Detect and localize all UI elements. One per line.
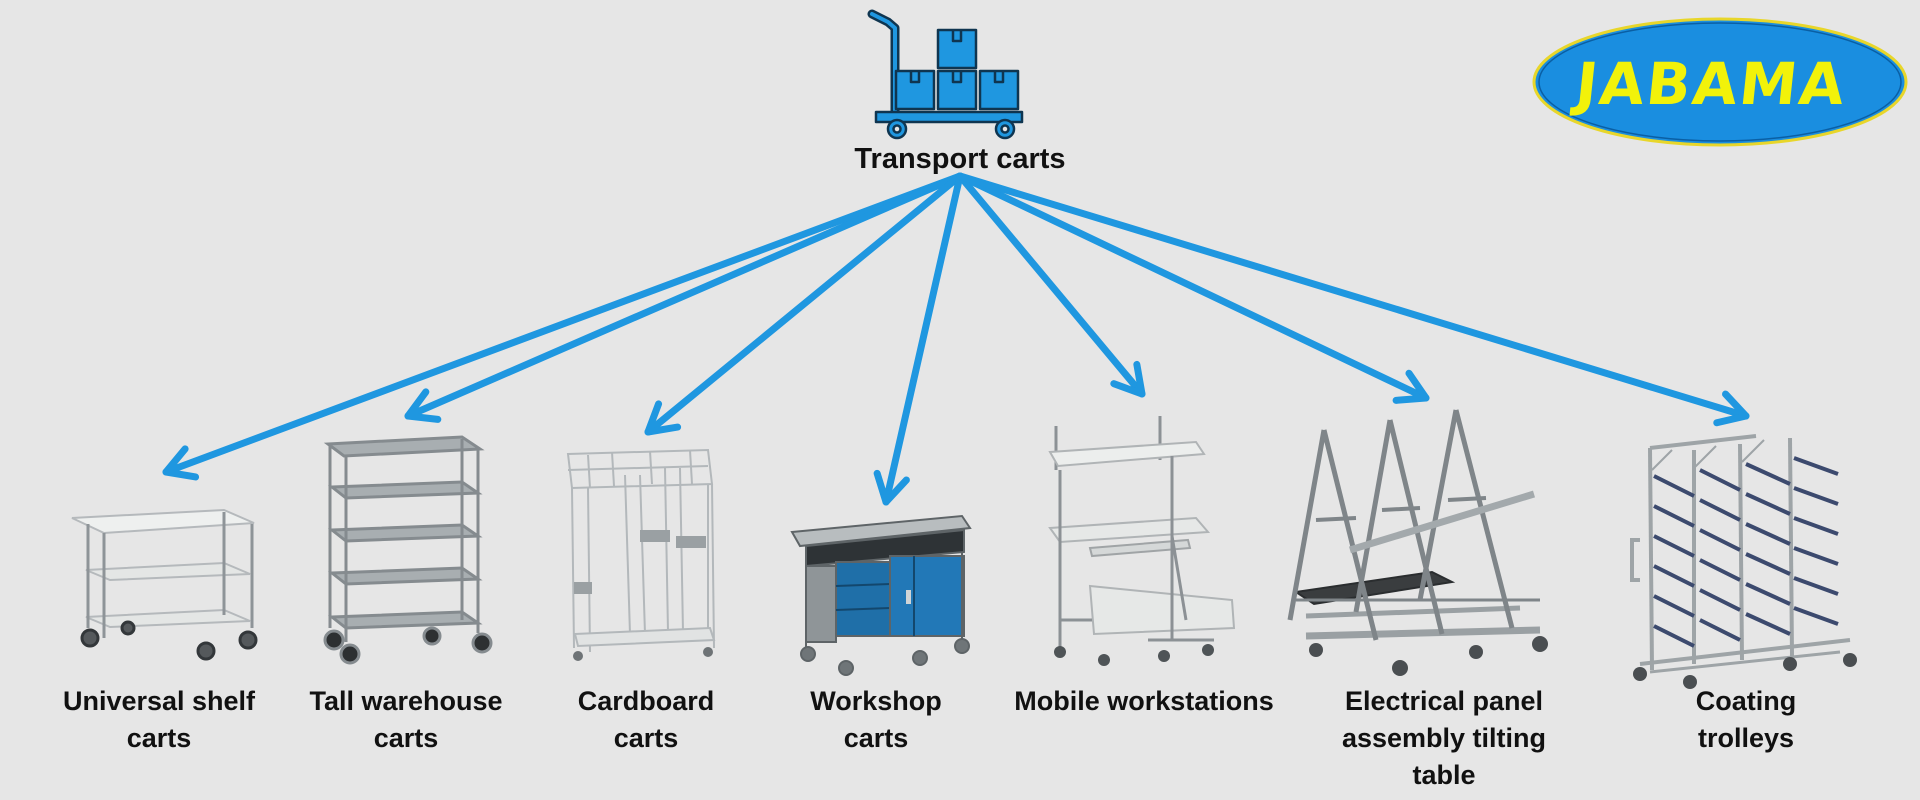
tilting-table-image <box>1287 409 1548 676</box>
cardboard-cart-image <box>566 448 716 661</box>
universal-shelf-cart-image <box>71 508 258 661</box>
workshop-cart-image <box>790 514 972 676</box>
arrow-electrical-panel <box>956 172 1430 402</box>
hand-truck-boxes-icon <box>867 9 1024 140</box>
arrowhead-cardboard <box>644 400 682 436</box>
category-label-electrical-panel: Electrical panel assembly tilting table <box>1341 686 1547 790</box>
jabama-logo: JABAMA <box>1532 17 1908 147</box>
arrowhead-coating-trolleys <box>1713 390 1750 427</box>
arrow-workshop <box>882 172 964 506</box>
arrow-coating-trolleys <box>956 172 1750 420</box>
arrowhead-tall-warehouse <box>404 388 442 423</box>
arrow-tall-warehouse <box>404 172 964 420</box>
category-label-cardboard: Cardboard carts <box>577 686 715 753</box>
arrow-cardboard <box>644 172 964 436</box>
tall-warehouse-cart-image <box>323 435 493 665</box>
arrowhead-workshop <box>873 469 910 506</box>
root-label: Transport carts <box>854 143 1066 175</box>
category-label-coating-trolleys: Coating trolleys <box>1695 686 1797 753</box>
coating-trolley-image <box>1630 434 1857 689</box>
arrowhead-universal-shelf <box>162 445 200 481</box>
category-label-mobile-workstations: Mobile workstations <box>1014 686 1274 716</box>
edges-group <box>162 172 1750 506</box>
mobile-workstation-image <box>1048 416 1236 666</box>
logo-text: JABAMA <box>1569 50 1850 118</box>
arrow-mobile-workstations <box>956 172 1146 398</box>
arrowhead-electrical-panel <box>1392 369 1430 404</box>
category-label-tall-warehouse: Tall warehouse carts <box>309 686 503 753</box>
category-label-workshop: Workshop carts <box>810 686 942 753</box>
category-label-universal-shelf: Universal shelf carts <box>62 686 256 753</box>
arrow-universal-shelf <box>162 172 964 476</box>
arrowhead-mobile-workstations <box>1110 360 1146 398</box>
